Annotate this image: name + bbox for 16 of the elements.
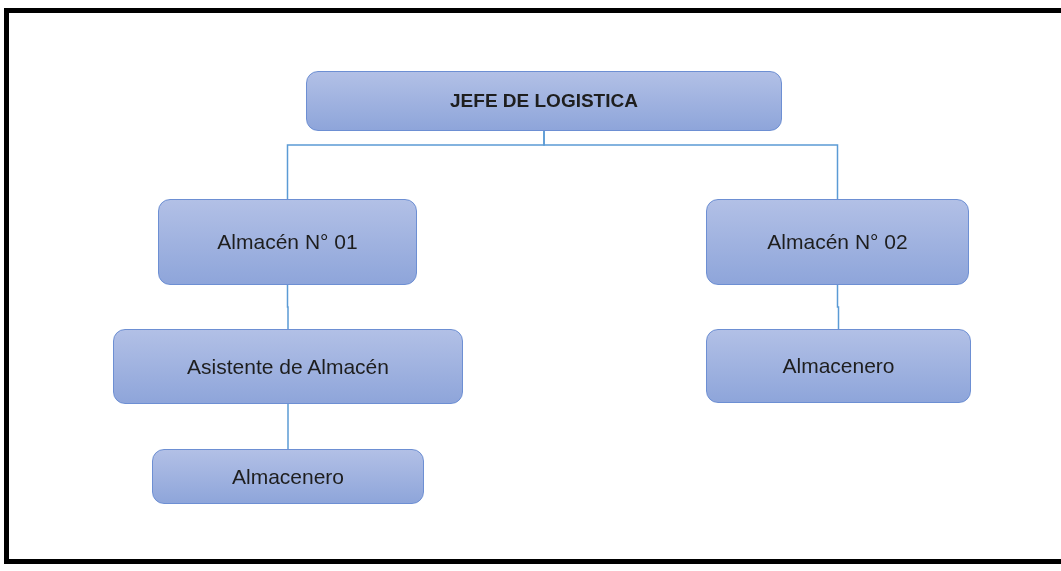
org-box — [706, 329, 971, 403]
org-box — [706, 199, 969, 285]
connector-line — [287, 403, 289, 450]
connector-line — [286, 284, 289, 330]
box-label: JEFE DE LOGISTICA — [450, 90, 638, 112]
connector-line — [836, 284, 840, 330]
org-box — [158, 199, 417, 285]
box-label: Almacén N° 02 — [767, 230, 908, 254]
org-box — [152, 449, 424, 504]
box-label: Almacenero — [782, 354, 895, 378]
org-box — [306, 71, 782, 131]
box-label: Almacén N° 01 — [217, 230, 358, 254]
box-label: Asistente de Almacén — [187, 354, 389, 379]
connector-line — [543, 130, 839, 200]
box-label: Almacenero — [231, 464, 345, 489]
org-box — [113, 329, 463, 404]
